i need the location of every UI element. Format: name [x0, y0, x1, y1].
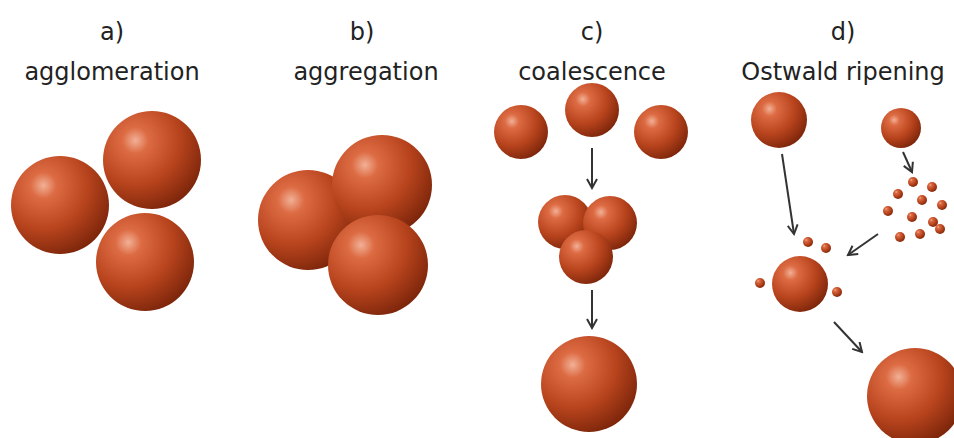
process-name: coalescence: [518, 58, 666, 86]
process-name: aggregation: [293, 58, 438, 86]
panel-letter: b): [350, 18, 375, 46]
panel-letter: d): [831, 18, 856, 46]
agglomerate: [11, 111, 201, 311]
panel-letter: c): [581, 18, 604, 46]
process-name: Ostwald ripening: [741, 58, 945, 86]
process-name: agglomeration: [24, 58, 199, 86]
ostwald-sequence: [751, 92, 954, 438]
aggregate: [258, 135, 432, 315]
panel-letter: a): [100, 18, 124, 46]
coalescence-sequence: [494, 83, 688, 432]
